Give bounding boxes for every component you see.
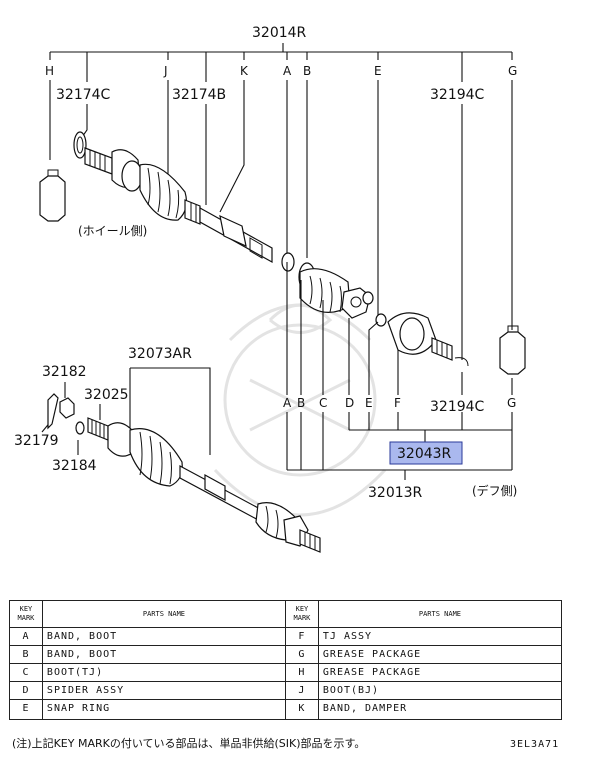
callout-32013R: 32013R (368, 485, 423, 501)
table-header-row: KEY MARK PARTS NAME KEY MARK PARTS NAME (9, 600, 563, 628)
key-cell: C (9, 663, 43, 682)
table-row: A BAND, BOOT F TJ ASSY (9, 627, 563, 646)
key-cell: F (284, 627, 319, 646)
bj-shaft-assembly (39, 131, 273, 264)
key-cell: E (9, 699, 43, 720)
key-letter-G-top: G (508, 64, 517, 78)
name-cell: BOOT(TJ) (41, 663, 286, 682)
header-key-mark-2: KEY MARK (284, 600, 319, 628)
lower-shaft-assembly (47, 393, 321, 553)
watermark-emblem (213, 303, 387, 517)
header-parts-name-2: PARTS NAME (317, 600, 563, 628)
wheel-side-label: (ホイール側) (78, 224, 147, 238)
key-letter-E-top: E (374, 64, 382, 78)
callout-32174C: 32174C (56, 87, 111, 103)
table-row: E SNAP RING K BAND, DAMPER (9, 699, 563, 720)
callout-32073AR: 32073AR (128, 346, 192, 362)
key-cell: J (284, 681, 319, 700)
callout-32182: 32182 (42, 364, 87, 380)
key-cell: D (9, 681, 43, 700)
key-letter-A-bottom: A (283, 396, 292, 410)
table-row: B BAND, BOOT G GREASE PACKAGE (9, 645, 563, 664)
callout-32014R: 32014R (252, 25, 307, 41)
key-cell: B (9, 645, 43, 664)
name-cell: GREASE PACKAGE (317, 663, 563, 682)
callout-32179: 32179 (14, 433, 59, 449)
callout-32194C-top: 32194C (430, 87, 485, 103)
exploded-parts-diagram: 32014R H J K A B E G 32174C 32174B 32194… (14, 25, 526, 553)
key-cell: A (9, 627, 43, 646)
footnote: (注)上記KEY MARKの付いている部品は、単品非供給(SIK)部品を示す。 (12, 737, 366, 750)
key-letter-D-bottom: D (345, 396, 354, 410)
header-parts-name: PARTS NAME (41, 600, 286, 628)
key-letter-F-bottom: F (394, 396, 401, 410)
name-cell: BAND, BOOT (41, 627, 286, 646)
name-cell: BOOT(BJ) (317, 681, 563, 700)
callout-32194C-bottom: 32194C (430, 399, 485, 415)
callout-32184: 32184 (52, 458, 97, 474)
key-cell: H (284, 663, 319, 682)
table-row: C BOOT(TJ) H GREASE PACKAGE (9, 663, 563, 682)
name-cell: BAND, DAMPER (317, 699, 563, 720)
name-cell: SNAP RING (41, 699, 286, 720)
key-letter-H-top: H (45, 64, 54, 78)
name-cell: BAND, BOOT (41, 645, 286, 664)
tj-joint-parts (281, 252, 526, 375)
key-cell: G (284, 645, 319, 664)
name-cell: SPIDER ASSY (41, 681, 286, 700)
key-letter-K-top: K (240, 64, 249, 78)
table-row: D SPIDER ASSY J BOOT(BJ) (9, 681, 563, 700)
key-letter-G-bottom: G (507, 396, 516, 410)
key-letter-J-top: J (163, 64, 168, 78)
key-letter-B-bottom: B (297, 396, 305, 410)
key-letter-E-bottom: E (365, 396, 373, 410)
callout-32174B: 32174B (172, 87, 226, 103)
key-letter-B-top: B (303, 64, 311, 78)
diagram-code: 3EL3A71 (510, 739, 560, 750)
name-cell: TJ ASSY (317, 627, 563, 646)
callout-32043R[interactable]: 32043R (397, 446, 452, 462)
key-letter-C-bottom: C (319, 396, 327, 410)
key-cell: K (284, 699, 319, 720)
header-key-mark: KEY MARK (9, 600, 43, 628)
callout-32025: 32025 (84, 387, 129, 403)
highlight-box-32043R[interactable] (389, 441, 463, 465)
name-cell: GREASE PACKAGE (317, 645, 563, 664)
parts-key-table: KEY MARK PARTS NAME KEY MARK PARTS NAME … (9, 600, 563, 720)
bottom-key-letters: A B C D E F G (283, 396, 516, 410)
diff-side-label: (デフ側) (472, 483, 517, 498)
key-letter-A-top: A (283, 64, 292, 78)
top-key-letters: H J K A B E G (45, 64, 517, 78)
